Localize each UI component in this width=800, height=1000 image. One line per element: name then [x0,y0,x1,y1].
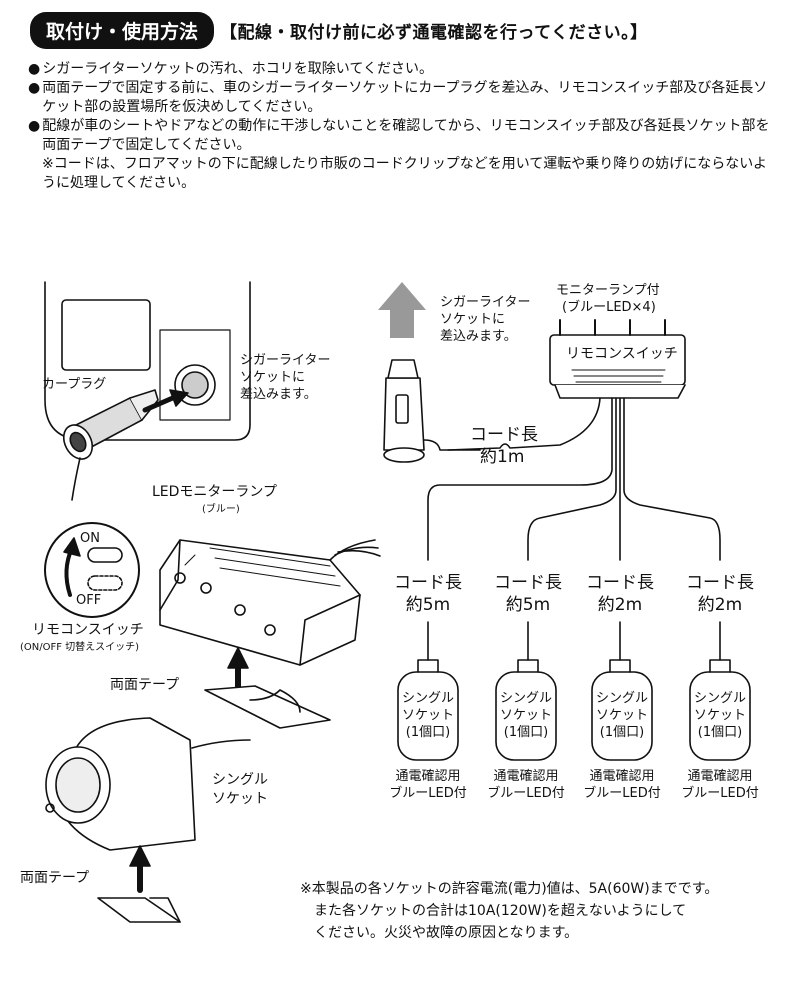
off-label: OFF [76,593,102,608]
instruction-text: 配線が車のシートやドアなどの動作に干渉しないことを確認してから、リモコンスイッチ… [42,118,770,153]
led-lamp-color-label: (ブルー) [202,504,240,515]
insert-label: シガーライター [440,295,531,310]
led-note-2: 通電確認用 ブルーLED付 [478,768,574,802]
insert-arrow-icon [142,389,189,413]
instruction-item: ● 配線が車のシートやドアなどの動作に干渉しないことを確認してから、リモコンスイ… [28,117,773,155]
cig-socket-label: ソケットに [240,370,306,385]
branch-cord-length: 約2m [597,595,643,615]
led-note-text: 通電確認用 [687,769,753,784]
socket-box-4: シングル ソケット (1個口) [690,690,750,741]
instruction-note: ※コードは、フロアマットの下に配線したり市販のコードクリップなどを用いて運転や乗… [42,156,768,191]
header: 取付け・使用方法 【配線・取付け前に必ず通電確認を行ってください。】 [30,12,648,49]
on-label: ON [80,531,100,546]
branch-cord-label: コード長 [394,573,462,593]
monitor-lamp-label: モニターランプ付 [556,283,660,298]
up-arrow-icon [227,647,249,693]
branch-cord-length: 約5m [505,595,551,615]
socket-text: シングル [693,691,746,706]
car-plug-icon [62,389,159,501]
bullet-icon: ● [28,80,41,96]
on-off-switch-icon [44,522,140,618]
led-note-3: 通電確認用 ブルーLED付 [574,768,670,802]
led-note-text: 通電確認用 [395,769,461,784]
socket-text: ソケット [401,708,454,723]
led-note-text: 通電確認用 [589,769,655,784]
bullet-icon: ● [28,118,41,134]
socket-text: (1個口) [503,725,549,740]
main-cord [447,397,601,451]
tape-label: 両面テープ [20,870,90,886]
header-warning: 【配線・取付け前に必ず通電確認を行ってください。】 [220,23,648,43]
car-plug-label: カープラグ [42,377,107,392]
remote-switch-sub-label: (ON/OFF 切替えスイッチ) [20,642,140,653]
footer-note: ※本製品の各ソケットの許容電流(電力)値は、5A(60W)までです。 また各ソケ… [300,878,780,944]
branch-4: コード長 約2m [680,572,760,616]
branch-cords [427,397,721,561]
car-plug-icon [383,359,481,463]
insert-label: ソケットに [440,312,506,327]
branch-cord-label: コード長 [494,573,562,593]
branch-3: コード長 約2m [580,572,660,616]
section-title: 取付け・使用方法 [30,12,215,49]
instructions: ● シガーライターソケットの汚れ、ホコリを取除いてください。 ● 両面テープで固… [28,60,773,193]
branch-cord-length: 約5m [405,595,451,615]
led-lamp-label: LEDモニターランプ [152,484,278,500]
remote-switch-illustration [159,539,381,666]
insert-label: 差込みます。 [440,329,517,344]
socket-text: (1個口) [697,725,743,740]
remote-switch-label: リモコンスイッチ [32,622,144,638]
footer-line: ください。火災や故障の原因となります。 [314,925,579,941]
switch-box-label: リモコンスイッチ [566,346,678,362]
cig-socket-label: シガーライター [240,353,331,368]
branch-2: コード長 約5m [488,572,568,616]
socket-box-1: シングル ソケット (1個口) [398,690,458,741]
led-note-4: 通電確認用 ブルーLED付 [672,768,768,802]
branch-cord-length: 約2m [697,595,743,615]
single-socket-label: シングル [212,772,268,788]
cord-length-value: 約1m [480,447,525,467]
single-socket-label: ソケット [212,791,268,807]
socket-text: シングル [595,691,648,706]
socket-text: (1個口) [599,725,645,740]
socket-text: シングル [401,691,454,706]
double-sided-tape-icon [204,685,331,729]
single-socket-boxes [397,659,751,761]
led-note-1: 通電確認用 ブルーLED付 [380,768,476,802]
socket-text: ソケット [499,708,552,723]
led-note-text: 通電確認用 [493,769,559,784]
footer-line: ※本製品の各ソケットの許容電流(電力)値は、5A(60W)までです。 [300,881,719,897]
double-sided-tape-icon [97,897,181,923]
cord-length-label: コード長 [470,425,538,445]
socket-text: (1個口) [405,725,451,740]
led-note-text: ブルーLED付 [681,786,759,801]
branch-1: コード長 約5m [388,572,468,616]
up-arrow-icon [129,845,151,893]
monitor-lamp-sub-label: (ブルーLED×4) [562,300,656,315]
led-note-text: ブルーLED付 [389,786,467,801]
led-note-text: ブルーLED付 [487,786,565,801]
instruction-item: ● シガーライターソケットの汚れ、ホコリを取除いてください。 [28,60,773,79]
socket-box-2: シングル ソケット (1個口) [496,690,556,741]
socket-text: ソケット [595,708,648,723]
branch-cord-label: コード長 [686,573,754,593]
socket-text: シングル [499,691,552,706]
footer-line: また各ソケットの合計は10A(120W)を超えないようにして [314,903,687,919]
socket-text: ソケット [693,708,746,723]
branch-cord-label: コード長 [586,573,654,593]
cig-socket-label: 差込みます。 [240,387,317,402]
switch-box-illustration [549,319,686,399]
instruction-text: シガーライターソケットの汚れ、ホコリを取除いてください。 [42,61,433,77]
bullet-icon: ● [28,61,41,77]
single-socket-illustration [45,717,251,851]
instruction-item: ● 両面テープで固定する前に、車のシガーライターソケットにカープラグを差込み、リ… [28,79,773,117]
socket-box-3: シングル ソケット (1個口) [592,690,652,741]
tape-label: 両面テープ [110,677,180,693]
gray-up-arrow-icon [378,282,426,338]
led-note-text: ブルーLED付 [583,786,661,801]
dashboard-illustration [44,281,251,441]
instruction-text: 両面テープで固定する前に、車のシガーライターソケットにカープラグを差込み、リモコ… [42,80,768,115]
branch-cords-lower [427,621,721,661]
